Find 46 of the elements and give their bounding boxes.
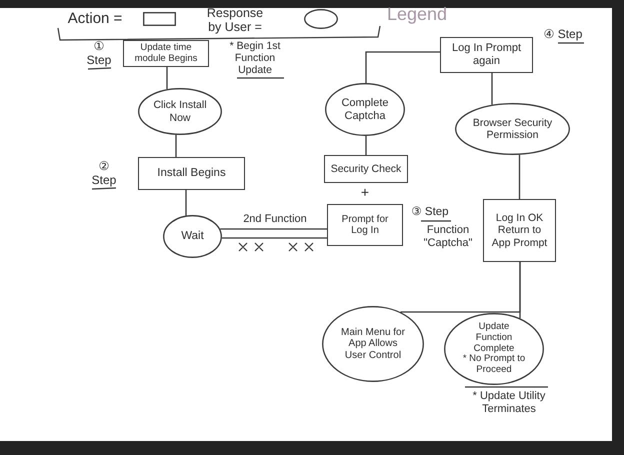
response-oval <box>455 103 570 155</box>
legend-text: Response by User = <box>206 6 264 35</box>
node-text: Wait <box>181 230 204 244</box>
note-text: ① Step <box>86 40 112 68</box>
node-text: Update time module Begins <box>134 42 198 64</box>
node-text: Browser Security Permission <box>472 116 554 142</box>
connector-line <box>185 190 187 216</box>
node-text: Install Begins <box>157 166 226 180</box>
legend-heading: Legend <box>386 4 448 25</box>
node-text: Main Menu for App Allows User Control <box>340 326 406 362</box>
node-text: Click Install Now <box>152 99 208 124</box>
connector-line <box>222 237 327 239</box>
connector-line <box>519 262 521 318</box>
node-text: Prompt for Log In <box>340 214 390 236</box>
node-text: Complete Captcha <box>340 96 390 122</box>
action-box <box>324 155 408 183</box>
response-oval <box>322 306 424 382</box>
note-text: * Begin 1st Function Update <box>228 40 282 76</box>
action-box <box>440 37 533 73</box>
note-text: ③ Step <box>410 206 450 220</box>
node-text: Update Function Complete <box>472 322 516 354</box>
connector-line <box>365 136 367 155</box>
node-text: Log In Prompt again <box>450 42 522 68</box>
note-text: ④ Step <box>542 28 584 42</box>
action-box <box>138 157 245 190</box>
note-text: ② Step <box>90 160 118 188</box>
response-oval <box>444 313 544 385</box>
node-text: Log In OK Return to App Prompt <box>490 212 548 249</box>
connector-line <box>175 134 177 157</box>
response-oval <box>163 215 222 258</box>
response-oval <box>325 83 405 136</box>
legend-text: Action = <box>66 10 124 28</box>
connector-line <box>491 73 493 105</box>
connector-line <box>518 154 520 199</box>
action-box <box>483 199 556 262</box>
note-text: + <box>360 184 370 200</box>
connector-line <box>220 228 327 230</box>
note-text: Function "Captcha" <box>422 224 474 250</box>
action-box <box>123 40 209 67</box>
note-text: * Update Utility Terminates <box>472 390 546 416</box>
connector-line <box>365 51 440 83</box>
response-oval <box>138 88 222 135</box>
connector-line <box>166 67 168 90</box>
action-box <box>327 204 403 246</box>
node-text: * No Prompt to Proceed <box>462 354 526 376</box>
node-text: Security Check <box>330 162 402 176</box>
